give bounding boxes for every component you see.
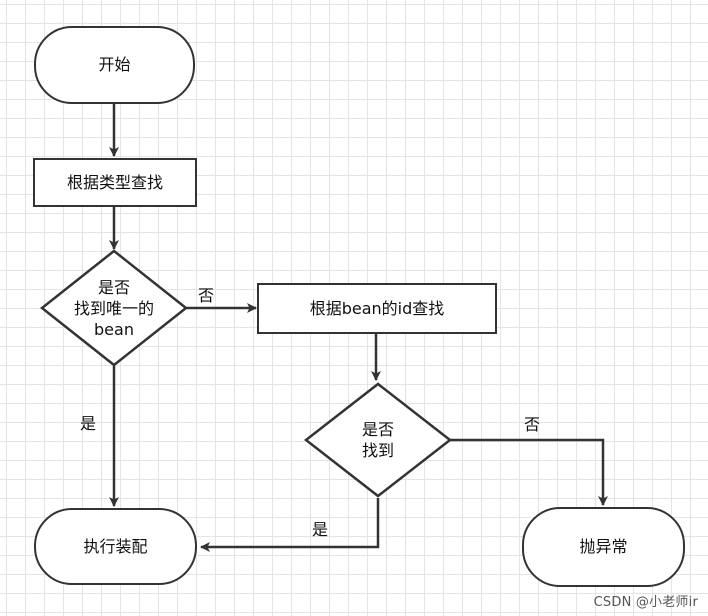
start-node: 开始 — [34, 26, 195, 104]
found-decision: 是否 找到 — [304, 382, 452, 498]
unique-decision-line-1: 是否 — [97, 277, 130, 297]
find-by-type-node: 根据类型查找 — [33, 158, 197, 207]
unique-decision-line-3: bean — [94, 319, 134, 339]
edge-found-no — [448, 438, 608, 506]
found-diamond — [304, 382, 452, 498]
unique-bean-decision: 是否 找到唯一的 bean — [40, 249, 188, 367]
assemble-node: 执行装配 — [34, 508, 197, 585]
edge-label-unique-yes: 是 — [80, 414, 97, 433]
edge-label-found-yes: 是 — [312, 520, 329, 539]
throw-exception-node: 抛异常 — [522, 507, 685, 587]
edge-label-found-no: 否 — [524, 415, 541, 434]
assemble-label: 执行装配 — [83, 536, 148, 556]
find-by-id-label: 根据bean的id查找 — [309, 298, 445, 318]
unique-bean-diamond — [40, 249, 188, 367]
unique-decision-line-2: 找到唯一的 — [73, 298, 154, 318]
start-label: 开始 — [98, 55, 131, 74]
found-decision-line-2: 找到 — [361, 441, 394, 460]
throw-label: 抛异常 — [579, 537, 628, 556]
found-decision-line-1: 是否 — [361, 420, 394, 439]
find-by-type-label: 根据类型查找 — [66, 172, 163, 192]
csdn-watermark: CSDN @小老师ir — [593, 595, 698, 610]
edge-found-yes — [200, 498, 380, 552]
edge-label-unique-no: 否 — [198, 286, 215, 305]
find-by-id-node: 根据bean的id查找 — [257, 283, 497, 334]
